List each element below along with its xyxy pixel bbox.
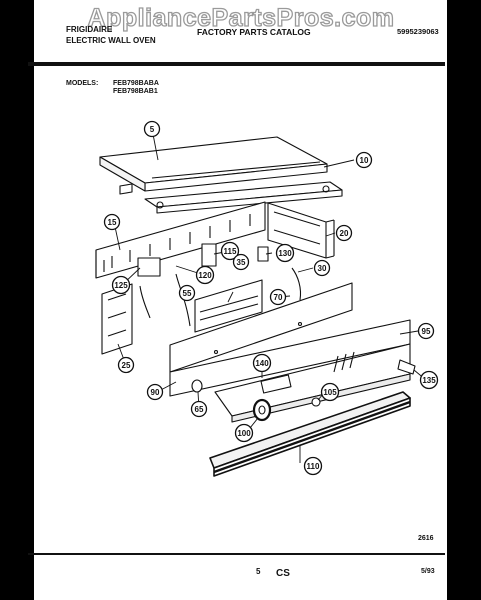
callout-135: 135 [419,370,439,390]
watermark: AppliancePartsPros.com [87,3,395,32]
callout-number: 115 [224,247,237,256]
callout-number: 95 [422,327,431,336]
brand-name: FRIGIDAIRE [66,25,113,34]
callout-15: 15 [103,213,121,231]
callout-70: 70 [269,288,287,306]
callout-number: 135 [422,376,436,385]
callout-100: 100 [234,423,254,443]
callout-65: 65 [190,400,208,418]
callout-10: 10 [355,151,373,169]
callout-number: 90 [151,388,160,397]
section-code: CS [276,568,290,579]
figure-code: 2616 [418,535,434,542]
callout-115: 115 [220,241,240,261]
callout-105: 105 [320,382,340,402]
callout-number: 25 [122,361,131,370]
header-rule [28,62,445,66]
callout-30: 30 [313,259,331,277]
callout-130: 130 [275,243,295,263]
models-label: MODELS: [66,80,99,87]
middle-panel-drawing [169,279,353,373]
callout-number: 30 [318,264,327,273]
callout-number: 125 [114,281,128,290]
callout-number: 20 [340,229,349,238]
callout-number: 35 [237,258,246,267]
callout-55: 55 [178,284,196,302]
callout-number: 105 [323,388,337,397]
model-number: FEB798BABA [113,80,159,87]
door-handle-drawing [209,391,411,477]
callout-120: 120 [195,265,215,285]
footer-rule [28,553,445,555]
callout-labels: 5 10 15 20 115 130 35 120 30 125 55 70 25 95 140 90 65 10… [103,120,439,476]
callout-95: 95 [417,322,435,340]
top-panel-drawing [99,136,328,195]
callout-number: 55 [183,289,192,298]
catalog-title: FACTORY PARTS CATALOG [197,27,311,37]
callout-20: 20 [335,224,353,242]
callout-140: 140 [252,353,272,373]
knob-drawing [191,359,416,422]
callout-number: 15 [108,218,117,227]
callout-number: 70 [274,293,283,302]
page-number: 5 [256,567,261,576]
callout-90: 90 [146,383,164,401]
product-type: ELECTRIC WALL OVEN [66,36,156,45]
callout-110: 110 [303,456,323,476]
catalog-number: 5995239063 [397,27,439,36]
callout-number: 65 [195,405,204,414]
callout-number: 130 [278,249,292,258]
callout-5: 5 [143,120,161,138]
callout-25: 25 [117,356,135,374]
callout-35: 35 [232,253,250,271]
left-bracket-drawing [101,283,133,355]
model-number: FEB798BAB1 [113,88,158,95]
callout-number: 100 [237,429,251,438]
callout-number: 10 [360,156,369,165]
callout-number: 110 [307,462,320,471]
callout-number: 140 [255,359,269,368]
vent-strip-drawing [144,181,343,214]
callout-125: 125 [111,275,131,295]
revision-date: 5/93 [421,568,435,575]
callout-number: 120 [198,271,212,280]
callout-number: 5 [150,125,155,134]
front-control-panel-drawing [169,319,411,423]
